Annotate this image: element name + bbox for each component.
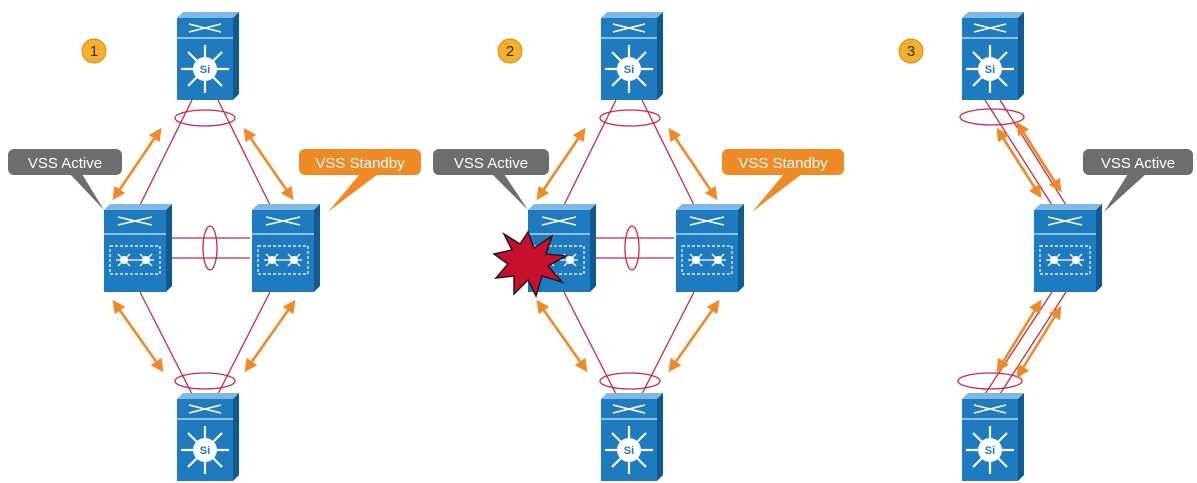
step-number: 1: [90, 43, 98, 60]
panel-1: 1: [8, 12, 421, 481]
callout-label: VSS Active: [454, 155, 528, 172]
svg-text:Si: Si: [985, 64, 995, 76]
vss-chassis-icon: [104, 204, 172, 292]
failure-burst-icon: [492, 230, 569, 299]
step-badge-1: 1: [81, 38, 107, 64]
vss-active-callout: VSS Active: [8, 149, 122, 210]
layer3-switch-icon: Si: [601, 393, 663, 481]
step-badge-3: 3: [898, 38, 924, 64]
step-number: 3: [907, 43, 915, 60]
callout-label: VSS Standby: [315, 155, 405, 172]
layer3-switch-icon: Si: [177, 393, 239, 481]
step-badge-2: 2: [497, 38, 523, 64]
bidirectional-arrow-icon: [536, 127, 720, 373]
callout-label: VSS Active: [28, 155, 102, 172]
layer3-switch-icon: Si: [601, 12, 663, 100]
port-channel-icon: [174, 109, 236, 390]
callout-label: VSS Active: [1101, 155, 1175, 172]
panel-2: 2 Si: [433, 12, 844, 481]
svg-text:Si: Si: [985, 445, 995, 457]
port-channel-icon: [957, 108, 1025, 390]
layer3-switch-icon: Si: [962, 393, 1024, 481]
bidirectional-arrow-icon: [112, 127, 296, 373]
vss-active-callout: VSS Active: [1083, 149, 1193, 212]
panel-3: 3 Si: [898, 12, 1193, 481]
vss-chassis-icon: [676, 204, 744, 292]
svg-text:Si: Si: [200, 64, 210, 76]
step-number: 2: [506, 43, 514, 60]
vss-standby-callout: VSS Standby: [722, 149, 844, 212]
vss-standby-callout: VSS Standby: [299, 149, 421, 212]
port-channel-icon: [599, 109, 661, 390]
svg-text:Si: Si: [200, 445, 210, 457]
bidirectional-arrow-icon: [996, 121, 1062, 379]
svg-text:Si: Si: [624, 445, 634, 457]
vss-active-callout: VSS Active: [433, 149, 549, 210]
layer3-switch-icon: Si: [177, 12, 239, 100]
layer3-switch-icon: Si: [962, 12, 1024, 100]
callout-label: VSS Standby: [738, 155, 828, 172]
vss-chassis-icon: [252, 204, 320, 292]
vss-chassis-icon: [1034, 204, 1102, 292]
svg-text:Si: Si: [624, 64, 634, 76]
